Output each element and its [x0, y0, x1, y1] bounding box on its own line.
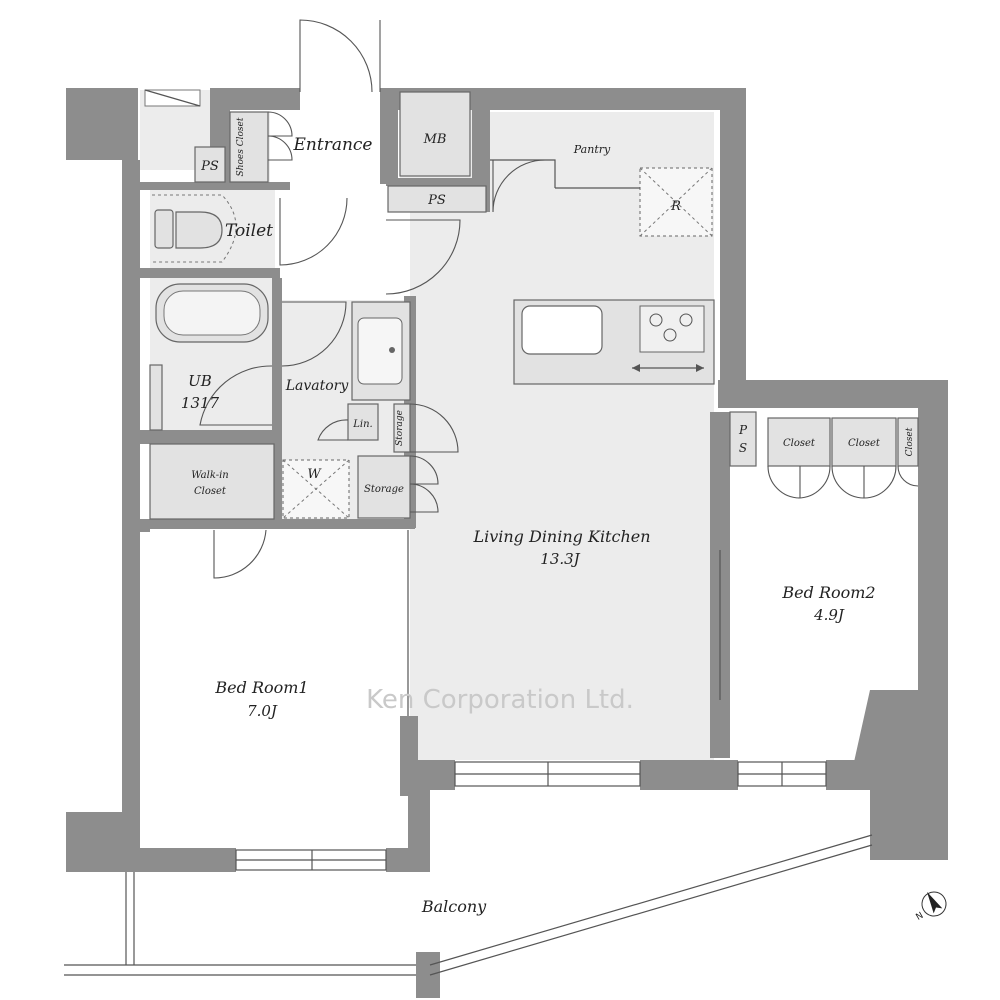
windows [235, 761, 827, 871]
kitchen-sink [521, 305, 603, 355]
ps-top-box [194, 146, 226, 183]
bath-counter [149, 364, 163, 431]
label-toilet: Toilet [225, 221, 273, 241]
label-ldk: Living Dining Kitchen [472, 527, 650, 546]
compass-icon: N [914, 891, 947, 923]
storage [357, 455, 411, 519]
walls [66, 88, 948, 998]
wall-int-6 [272, 278, 282, 528]
wall-block-bottom-right [850, 690, 948, 860]
toilet-tank [154, 209, 174, 249]
label-ub: UB [188, 372, 212, 390]
ps-mid-box [387, 185, 487, 213]
walkin-closet [149, 443, 275, 520]
wall-int-3 [140, 268, 280, 278]
label-ub-size: 1317 [181, 394, 220, 412]
lavatory-door [281, 301, 347, 367]
linen-closet [347, 403, 379, 441]
balcony-post [416, 952, 440, 998]
watermark: Ken Corporation Ltd. [366, 685, 634, 715]
bath-door [199, 365, 273, 426]
closet-1 [767, 417, 831, 467]
wall-top-3 [398, 88, 738, 110]
label-ldk-size: 13.3J [540, 550, 580, 568]
label-bedroom2-size: 4.9J [813, 606, 845, 624]
wall-step-right [718, 380, 948, 408]
wall-bottom-2 [640, 760, 738, 790]
wall-bottom-right-strip [386, 848, 430, 872]
toilet-bowl [175, 211, 223, 249]
wall-bottom-3 [826, 760, 886, 790]
wall-top-1 [210, 88, 300, 110]
wall-top-2 [380, 88, 398, 184]
wall-left [122, 160, 140, 820]
wall-block-top-left [66, 88, 138, 160]
label-bedroom1: Bed Room1 [214, 678, 308, 697]
label-linen: Lin. [352, 419, 372, 430]
label-lavatory: Lavatory [285, 378, 350, 394]
storage-small [393, 403, 411, 453]
label-closet-3: Closet [905, 427, 915, 456]
doors [199, 19, 919, 716]
label-ps-right-1: P [738, 423, 748, 437]
fixtures [144, 89, 919, 520]
ldk-floor [410, 188, 714, 760]
wall-int-8 [386, 178, 488, 186]
wall-block-bottom-left [66, 812, 140, 872]
shoes-closet [229, 111, 269, 183]
label-mb: MB [423, 132, 447, 147]
label-balcony: Balcony [421, 897, 487, 916]
label-walkin-2: Closet [194, 486, 227, 497]
label-entrance: Entrance [293, 135, 373, 155]
label-storage-small: Storage [395, 410, 405, 446]
wall-int-4 [140, 430, 280, 444]
label-washer: W [307, 467, 322, 482]
wall-bottom-pillar-2 [408, 790, 430, 858]
ps-right-box [729, 411, 757, 467]
label-ps-top: PS [200, 159, 219, 174]
label-ps-mid: PS [427, 193, 446, 208]
label-closet-1: Closet [783, 438, 816, 449]
room-labels: Entrance Shoes Closet PS MB Pantry PS R … [181, 117, 915, 916]
closet-3 [897, 417, 919, 467]
balcony-outline [64, 834, 873, 976]
label-storage: Storage [364, 484, 404, 495]
wall-bottom-1 [400, 760, 455, 790]
compass-label: N [914, 911, 925, 923]
entrance-door [299, 19, 373, 93]
label-ps-right-2: S [739, 441, 747, 455]
label-refrigerator: R [670, 199, 681, 214]
label-bedroom2: Bed Room2 [781, 583, 875, 602]
label-walkin-1: Walk-in [191, 470, 228, 481]
label-pantry: Pantry [573, 143, 611, 156]
wall-right-lower [918, 380, 948, 740]
hall-door [385, 219, 461, 295]
toilet-door [279, 197, 348, 266]
label-shoes-closet: Shoes Closet [236, 117, 246, 176]
wall-bottom-left-strip [140, 848, 236, 872]
meter-box [399, 91, 471, 177]
label-closet-2: Closet [848, 438, 881, 449]
wall-int-2 [140, 182, 290, 190]
label-bedroom1-size: 7.0J [247, 702, 278, 720]
wall-right-upper [720, 88, 746, 388]
bedroom1-door [213, 529, 267, 579]
